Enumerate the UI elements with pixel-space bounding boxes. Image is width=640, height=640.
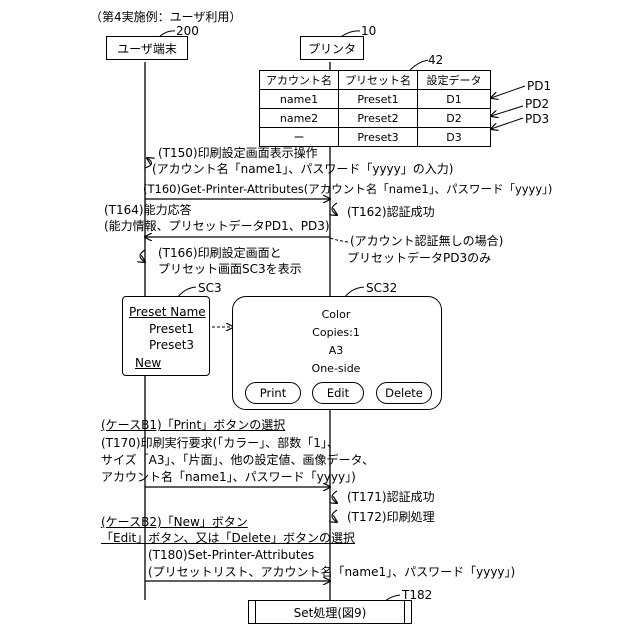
t166-line2: プリセット画面SC3を表示 <box>158 262 302 276</box>
delete-button[interactable]: Delete <box>376 382 432 404</box>
cell-data: D2 <box>418 109 491 128</box>
no-auth-line2: プリセットデータPD3のみ <box>347 251 491 265</box>
preset-name-title: Preset Name <box>129 305 206 319</box>
cell-preset: Preset1 <box>339 90 418 109</box>
t160-label: (T160)Get-Printer-Attributes(アカウント名「name… <box>143 182 552 196</box>
t180-line2: (プリセットリスト、アカウント名「name1」、パスワード「yyyy」) <box>148 565 515 579</box>
cell-data: D1 <box>418 90 491 109</box>
no-auth-leader <box>330 238 348 242</box>
t172-label: (T172)印刷処理 <box>347 510 435 524</box>
sc3-ref: SC3 <box>198 281 222 295</box>
user-terminal-label: ユーザ端末 <box>117 40 177 57</box>
diagram-heading: （第4実施例：ユーザ利用） <box>90 10 241 24</box>
t166-loop <box>140 250 145 262</box>
setting-color: Color <box>232 308 440 321</box>
ref-42-leader <box>410 60 428 70</box>
case-b2-line2: 「Edit」ボタン、又は「Delete」ボタンの選択 <box>101 531 355 545</box>
t150-line2: (アカウント名「name1」、パスワード「yyyy」の入力) <box>152 162 453 176</box>
sc3-preset-screen: Preset Name Preset1 Preset3 New <box>122 296 210 376</box>
case-b1-label: (ケースB1)「Print」ボタンの選択 <box>101 418 285 432</box>
table-row: ー Preset3 D3 <box>260 128 491 147</box>
cell-data: D3 <box>418 128 491 147</box>
preset-item-preset1[interactable]: Preset1 <box>149 322 194 336</box>
t180-line1: (T180)Set-Printer-Attributes <box>148 548 314 562</box>
cell-account: ー <box>260 128 339 147</box>
pd3-arrow <box>491 118 523 129</box>
t170-line2: サイズ「A3」、「片面」、他の設定値、画像データ、 <box>101 453 374 467</box>
header-preset: プリセット名 <box>339 71 418 90</box>
cell-preset: Preset2 <box>339 109 418 128</box>
delete-button-label: Delete <box>385 386 423 400</box>
t164-line1: (T164)能力応答 <box>104 203 192 217</box>
pd1-arrow <box>491 86 525 98</box>
t182-process-box: Set処理(図9) <box>248 600 412 624</box>
setting-sides: One-side <box>232 362 440 375</box>
cell-account: name2 <box>260 109 339 128</box>
new-button[interactable]: New <box>135 356 161 370</box>
t150-line1: (T150)印刷設定画面表示操作 <box>158 146 318 160</box>
cell-preset: Preset3 <box>339 128 418 147</box>
header-account: アカウント名 <box>260 71 339 90</box>
t182-process-label: Set処理(図9) <box>294 604 367 621</box>
t164-line2: (能力情報、プリセットデータPD1、PD3) <box>104 219 330 233</box>
user-terminal-box: ユーザ端末 <box>106 36 188 60</box>
pd2-label: PD2 <box>525 97 549 111</box>
cell-account: name1 <box>260 90 339 109</box>
preset-table: アカウント名 プリセット名 設定データ name1 Preset1 D1 nam… <box>259 70 491 147</box>
preset-table-header: アカウント名 プリセット名 設定データ <box>260 71 491 90</box>
t162-loop <box>332 203 337 215</box>
edit-button[interactable]: Edit <box>312 382 364 404</box>
header-data: 設定データ <box>418 71 491 90</box>
table-row: name2 Preset2 D2 <box>260 109 491 128</box>
edit-button-label: Edit <box>327 386 349 400</box>
table-row: name1 Preset1 D1 <box>260 90 491 109</box>
process-box-right-bar <box>404 601 405 623</box>
sc32-ref: SC32 <box>366 281 397 295</box>
pd3-label: PD3 <box>525 112 549 126</box>
t170-line1: (T170)印刷実行要求(「カラー」、部数「1」、 <box>101 436 339 450</box>
printer-box: プリンタ <box>300 36 364 60</box>
preset-table-ref: 42 <box>428 53 443 67</box>
preset-item-preset3[interactable]: Preset3 <box>149 338 194 352</box>
setting-size: A3 <box>232 344 440 357</box>
setting-copies: Copies:1 <box>232 326 440 339</box>
print-button[interactable]: Print <box>245 382 301 404</box>
printer-label: プリンタ <box>308 40 356 57</box>
no-auth-line1: (アカウント認証無しの場合) <box>350 234 503 248</box>
t171-loop <box>332 491 337 503</box>
t150-loop <box>145 158 152 168</box>
print-button-label: Print <box>260 386 286 400</box>
process-box-left-bar <box>255 601 256 623</box>
t172-loop <box>332 510 337 522</box>
t170-line3: アカウント名「name1」、パスワード「yyyy」) <box>101 470 356 484</box>
pd2-arrow <box>491 106 523 116</box>
case-b2-line1: (ケースB2)「New」ボタン <box>101 515 248 529</box>
t166-line1: (T166)印刷設定画面と <box>158 246 282 260</box>
t171-label: (T171)認証成功 <box>347 490 435 504</box>
pd1-label: PD1 <box>527 79 551 93</box>
t162-label: (T162)認証成功 <box>347 205 435 219</box>
